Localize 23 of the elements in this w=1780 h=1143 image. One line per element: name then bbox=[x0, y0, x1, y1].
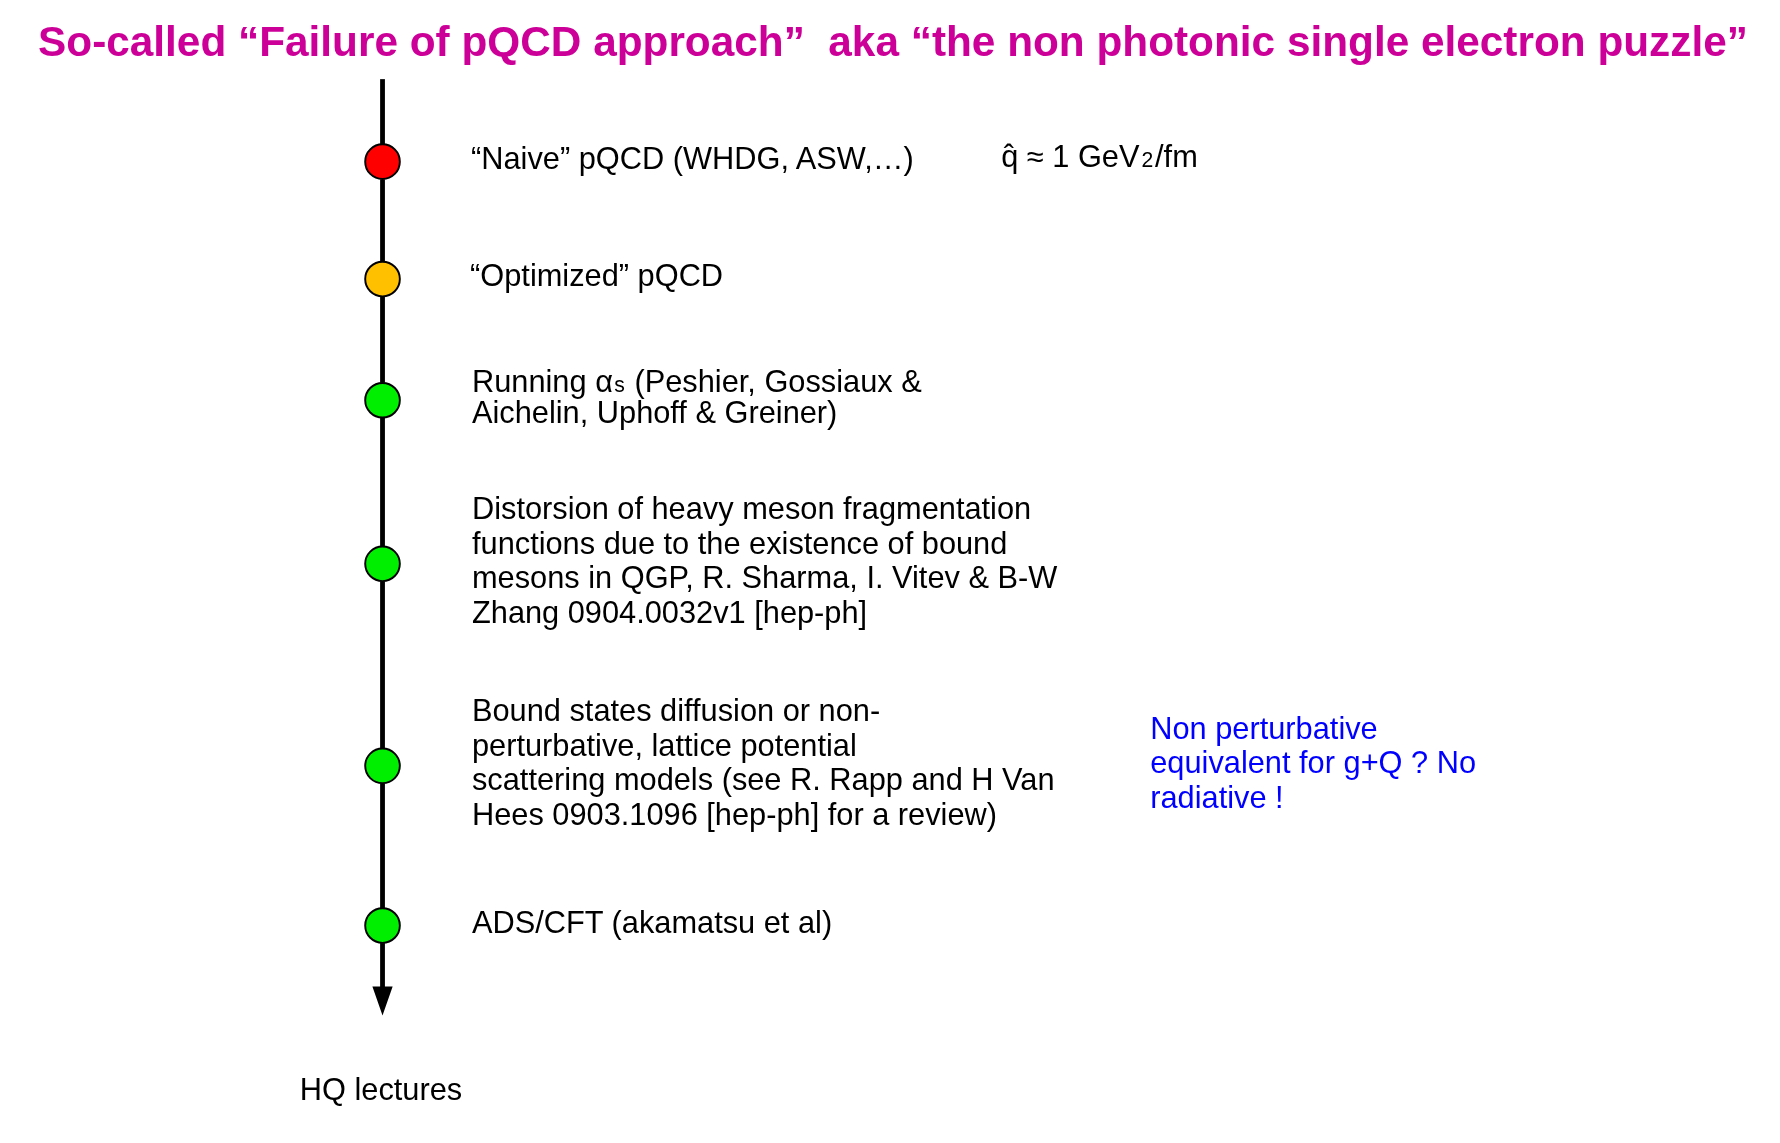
node-label: Distorsion of heavy meson fragmentation functions due to the existence of bound mesons in QGP, R. Sharma, I. Vitev & B-W Zhang 0904.0032v1 [hep-ph] bbox=[471, 491, 1057, 631]
node-label: “Naive” pQCD (WHDG, ASW,…) bbox=[470, 140, 914, 176]
diagram-title: So-called “Failure of pQCD approach” aka “the non photonic single electron puzzle” bbox=[37, 17, 1748, 65]
node-label: q̂ ≈ 1 GeV2/fm bbox=[1000, 139, 1198, 175]
node-label: Bound states diffusion or non-perturbative, lattice potential scattering models (see R. Rapp and H Van Hees 0903.1096 [hep-ph] for a review) bbox=[471, 693, 1055, 833]
connector bbox=[379, 783, 385, 909]
node-circle bbox=[363, 545, 401, 583]
node-label: Running αs (Peshier, Gossiaux & Aichelin, Uphoff & Greiner) bbox=[471, 364, 922, 430]
node-label: “Optimized” pQCD bbox=[469, 258, 723, 294]
node-label: ADS/CFT (akamatsu et al) bbox=[471, 904, 832, 940]
node-circle bbox=[363, 260, 401, 298]
node-circle bbox=[363, 143, 401, 180]
connector bbox=[379, 179, 385, 262]
node-circle bbox=[363, 907, 401, 944]
label: Non perturbative equivalent for g+Q ? No radiative ! bbox=[1149, 710, 1476, 815]
connector bbox=[379, 296, 385, 383]
node-circle bbox=[363, 381, 401, 419]
arrow bbox=[371, 943, 393, 1016]
connector bbox=[379, 581, 385, 749]
node-circle bbox=[363, 747, 401, 785]
connector bbox=[379, 79, 385, 145]
label: HQ lectures bbox=[299, 1071, 462, 1107]
connector bbox=[379, 418, 385, 547]
